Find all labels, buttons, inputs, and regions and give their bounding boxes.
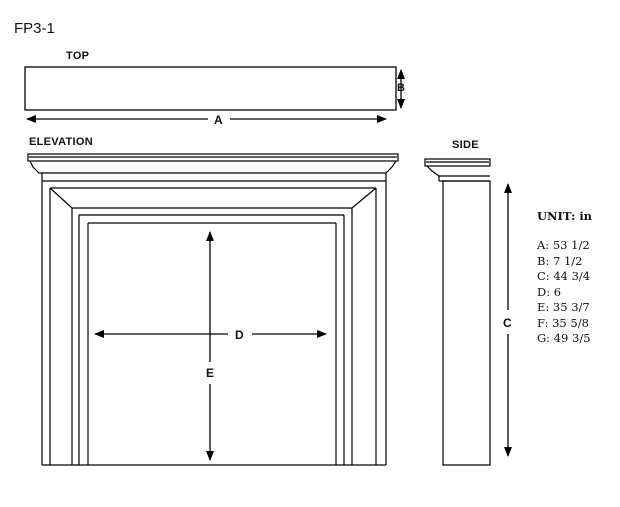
side-view-profile	[424, 158, 491, 466]
unit-row-c: C: 44 3/4	[537, 269, 591, 283]
elevation-mantel	[27, 153, 399, 466]
dimension-b-label: B	[397, 82, 405, 94]
side-view-label: SIDE	[452, 139, 479, 151]
units-legend: UNIT: in A: 53 1/2 B: 7 1/2 C: 44 3/4 D:…	[537, 209, 592, 347]
unit-row-e: E: 35 3/7	[537, 300, 590, 314]
unit-row-d: D: 6	[537, 284, 562, 299]
unit-row-g: G: 49 3/5	[537, 331, 591, 345]
units-title: UNIT: in	[537, 209, 593, 223]
dimension-d-label: D	[235, 328, 244, 342]
drawing-title: FP3-1	[14, 20, 55, 37]
dimension-e-label: E	[206, 366, 215, 380]
unit-row-b: B: 7 1/2	[537, 253, 583, 268]
dimension-a-label: A	[214, 113, 223, 127]
dimension-c-side-label: C	[503, 316, 512, 330]
unit-row-a: A: 53 1/2	[537, 238, 590, 252]
top-view-label: TOP	[66, 50, 90, 62]
top-view-shelf	[24, 66, 397, 111]
elevation-view-label: ELEVATION	[29, 136, 94, 148]
unit-row-f: F: 35 5/8	[537, 315, 589, 330]
